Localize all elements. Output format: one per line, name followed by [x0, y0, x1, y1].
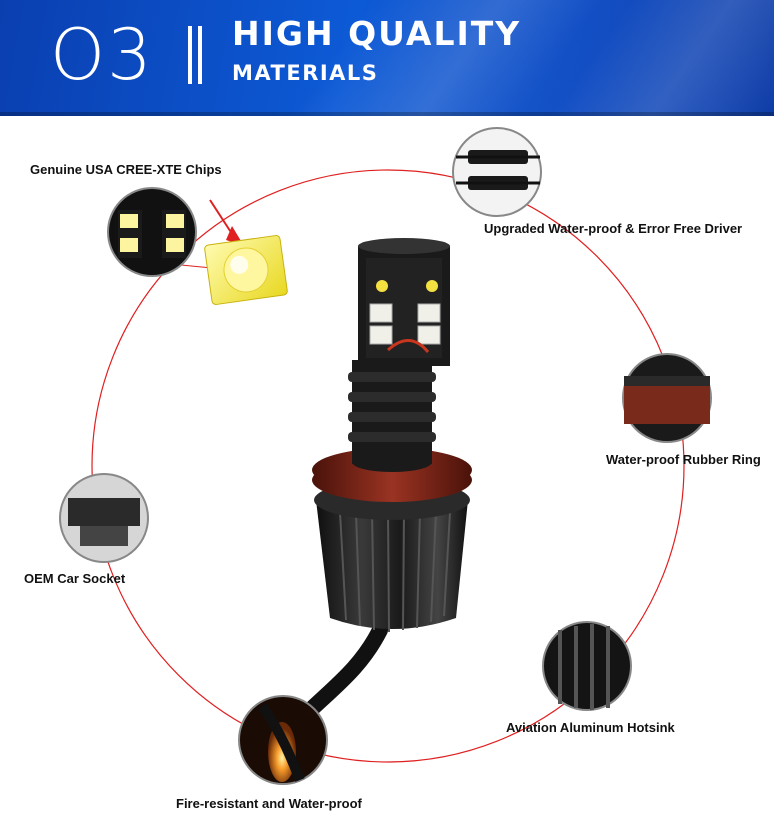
title-divider — [188, 26, 192, 84]
label-fire: Fire-resistant and Water-proof — [176, 796, 362, 811]
inset-hotsink — [542, 621, 632, 711]
inset-chips — [107, 187, 197, 277]
inset-rubber-ring — [622, 353, 712, 443]
inset-driver — [452, 127, 542, 217]
label-socket: OEM Car Socket — [24, 571, 126, 586]
feature-ring-circle — [91, 169, 685, 763]
title-divider — [198, 26, 202, 84]
bulb — [312, 238, 472, 633]
label-driver: Upgraded Water-proof & Error Free Driver — [484, 221, 743, 236]
page-subtitle: MATERIALS — [232, 61, 379, 85]
label-chips: Genuine USA CREE-XTE Chips — [30, 162, 222, 177]
page-title: HIGH QUALITY — [232, 14, 522, 53]
product-illustration — [59, 127, 712, 785]
header-banner: O3 HIGH QUALITY MATERIALS — [0, 0, 774, 116]
inset-socket — [59, 473, 149, 563]
cree-chip — [204, 235, 288, 305]
banner-shadow — [0, 112, 774, 116]
section-number: O3 — [50, 14, 154, 96]
label-hotsink: Aviation Aluminum Hotsink — [506, 720, 675, 735]
inset-fire — [238, 695, 328, 785]
label-rubber-ring: Water-proof Rubber Ring — [606, 452, 761, 467]
